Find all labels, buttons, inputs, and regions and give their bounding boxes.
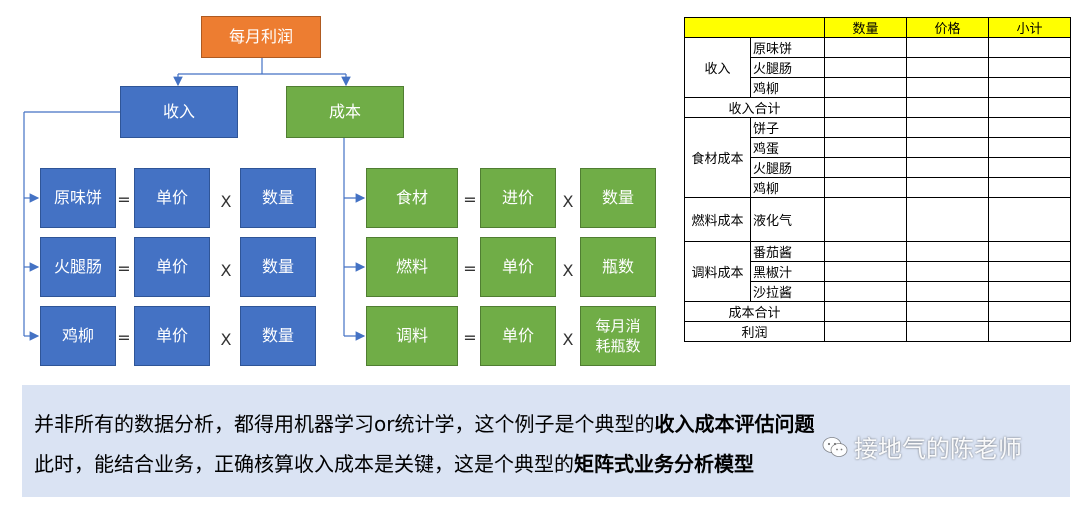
- income-item-node: 火腿肠: [40, 237, 116, 297]
- summary-line-2-highlight: 矩阵式业务分析模型: [574, 452, 754, 476]
- table-row: 火腿肠: [685, 57, 1071, 78]
- multiply-sign: X: [220, 261, 232, 280]
- wechat-icon: [822, 436, 848, 457]
- factor-b-node: 数量: [240, 168, 316, 228]
- item-cell: 饼子: [750, 117, 825, 138]
- equals-sign: =: [463, 259, 477, 278]
- group-cell-sauce: 调料成本: [684, 241, 751, 302]
- table-row: 鸡柳: [685, 77, 1071, 98]
- group-cell-food: 食材成本: [684, 117, 751, 198]
- table-row: 鸡柳: [685, 177, 1071, 198]
- income-item-node: 原味饼: [40, 168, 116, 228]
- income-item-node: 鸡柳: [40, 306, 116, 366]
- summary-line-2-text: 此时，能结合业务，正确核算收入成本是关键，这是个典型的: [34, 452, 574, 476]
- income-cost-table: 数量 价格 小计 收入 原味饼 火腿肠 鸡柳 收入合计 食材成本 饼子 鸡蛋 火…: [684, 17, 1071, 342]
- table-row: 收入 原味饼: [684, 37, 1071, 98]
- multiply-sign: X: [562, 261, 574, 280]
- factor-a-node: 单价: [134, 237, 210, 297]
- multiply-sign: X: [220, 330, 232, 349]
- root-node-monthly-profit: 每月利润: [201, 16, 321, 58]
- income-node: 收入: [120, 86, 238, 138]
- equals-sign: =: [117, 190, 131, 209]
- diagram-connectors: [23, 58, 366, 341]
- cost-total-cell: 成本合计: [684, 301, 825, 322]
- equals-sign: =: [463, 190, 477, 209]
- cost-node: 成本: [286, 86, 404, 138]
- table-row: 黑椒汁: [685, 261, 1071, 282]
- equals-sign: =: [117, 259, 131, 278]
- factor-b-node: 数量: [240, 306, 316, 366]
- item-cell: 火腿肠: [750, 57, 825, 78]
- item-cell: 鸡柳: [750, 77, 825, 98]
- item-cell: 原味饼: [750, 37, 825, 58]
- item-cell: 沙拉酱: [750, 281, 825, 302]
- factor-a-node: 单价: [134, 306, 210, 366]
- factor-b-node: 每月消耗瓶数: [580, 306, 656, 366]
- header-cell-price: 价格: [906, 17, 989, 38]
- table-header-row: 数量 价格 小计: [684, 17, 1071, 38]
- group-cell-fuel: 燃料成本: [684, 197, 751, 242]
- factor-a-node: 进价: [480, 168, 556, 228]
- table-row: 成本合计: [684, 301, 1071, 322]
- factor-b-node: 瓶数: [580, 237, 656, 297]
- summary-line-1-highlight: 收入成本评估问题: [654, 412, 815, 436]
- table-row: 调料成本 番茄酱: [684, 241, 1071, 302]
- item-cell: 鸡蛋: [750, 137, 825, 158]
- watermark: 接地气的陈老师: [822, 429, 1022, 464]
- item-cell: 黑椒汁: [750, 261, 825, 282]
- cost-item-node: 燃料: [366, 237, 458, 297]
- item-cell: 番茄酱: [750, 241, 825, 262]
- watermark-text: 接地气的陈老师: [854, 435, 1022, 463]
- factor-a-node: 单价: [480, 306, 556, 366]
- cost-item-node: 食材: [366, 168, 458, 228]
- equals-sign: =: [117, 328, 131, 347]
- income-total-cell: 收入合计: [684, 97, 825, 118]
- cost-item-node: 调料: [366, 306, 458, 366]
- summary-panel: 并非所有的数据分析，都得用机器学习or统计学，这个例子是个典型的收入成本评估问题…: [22, 385, 1070, 497]
- factor-b-node: 数量: [240, 237, 316, 297]
- table-row: 鸡蛋: [685, 137, 1071, 158]
- table-row: 利润: [684, 321, 1071, 342]
- group-cell-income: 收入: [684, 37, 751, 98]
- profit-cell: 利润: [684, 321, 825, 342]
- table-row: 收入合计: [684, 97, 1071, 118]
- multiply-sign: X: [562, 330, 574, 349]
- header-cell-subtotal: 小计: [988, 17, 1071, 38]
- header-cell: [684, 17, 825, 38]
- header-cell-quantity: 数量: [824, 17, 907, 38]
- summary-line-1-text: 并非所有的数据分析，都得用机器学习or统计学，这个例子是个典型的: [34, 412, 655, 436]
- factor-b-node: 数量: [580, 168, 656, 228]
- summary-line-1: 并非所有的数据分析，都得用机器学习or统计学，这个例子是个典型的收入成本评估问题: [34, 411, 814, 437]
- item-cell: 鸡柳: [750, 177, 825, 198]
- table-row: 燃料成本 液化气: [684, 197, 1071, 242]
- table-row: 沙拉酱: [685, 281, 1071, 302]
- factor-a-node: 单价: [480, 237, 556, 297]
- summary-line-2: 此时，能结合业务，正确核算收入成本是关键，这是个典型的矩阵式业务分析模型: [34, 451, 754, 477]
- item-cell: 火腿肠: [750, 157, 825, 178]
- factor-a-node: 单价: [134, 168, 210, 228]
- item-cell: 液化气: [750, 197, 825, 242]
- table-row: 火腿肠: [685, 157, 1071, 178]
- multiply-sign: X: [562, 192, 574, 211]
- equals-sign: =: [463, 328, 477, 347]
- multiply-sign: X: [220, 192, 232, 211]
- table-row: 食材成本 饼子: [684, 117, 1071, 198]
